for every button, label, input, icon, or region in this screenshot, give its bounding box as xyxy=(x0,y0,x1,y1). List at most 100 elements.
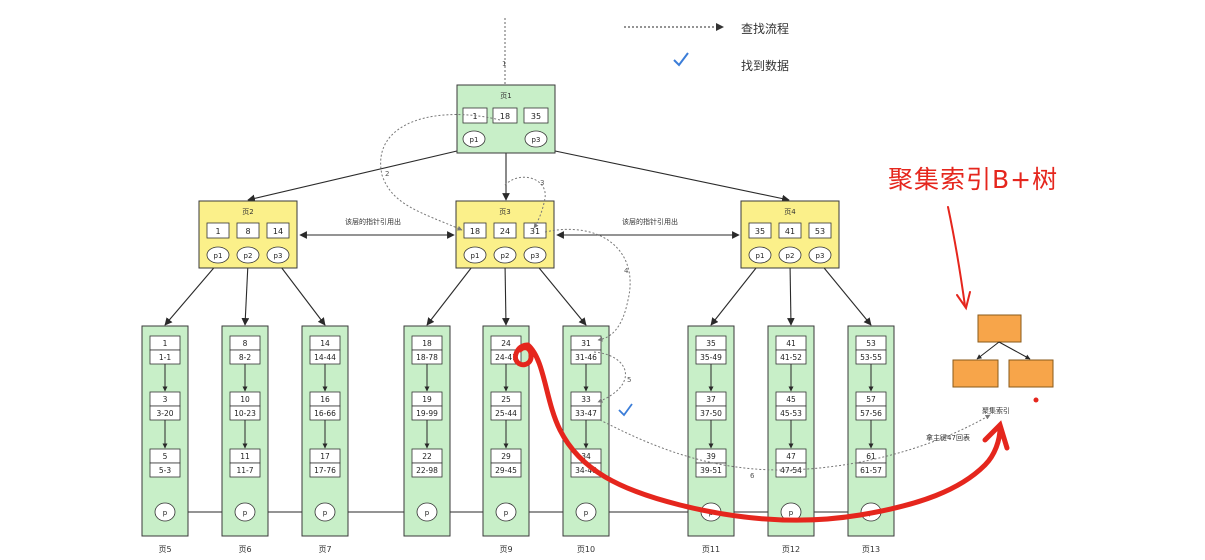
svg-text:18: 18 xyxy=(422,339,432,348)
svg-text:29-45: 29-45 xyxy=(495,466,517,475)
svg-text:41-52: 41-52 xyxy=(780,353,802,362)
svg-text:22: 22 xyxy=(422,452,432,461)
legend-found-data: 找到数据 xyxy=(741,59,790,73)
svg-text:24: 24 xyxy=(501,339,511,348)
svg-text:p: p xyxy=(584,509,589,517)
internal-page-label: 页4 xyxy=(784,208,796,216)
svg-text:57: 57 xyxy=(866,395,876,404)
svg-text:p3: p3 xyxy=(274,252,283,260)
svg-text:6: 6 xyxy=(750,472,755,480)
svg-text:35: 35 xyxy=(706,339,716,348)
svg-text:41: 41 xyxy=(785,227,795,236)
svg-text:31: 31 xyxy=(581,339,591,348)
internal-key: 24 xyxy=(493,222,517,239)
svg-text:33-47: 33-47 xyxy=(575,409,597,418)
svg-text:47: 47 xyxy=(786,452,796,461)
svg-text:3: 3 xyxy=(163,395,168,404)
svg-text:39-51: 39-51 xyxy=(700,466,722,475)
search-flow-path xyxy=(380,114,991,471)
root-pointer: p3 xyxy=(524,130,548,148)
svg-text:3-20: 3-20 xyxy=(156,409,173,418)
svg-text:39: 39 xyxy=(706,452,716,461)
check-icon xyxy=(673,52,689,67)
internal-key: 14 xyxy=(266,222,290,239)
internal-pointer: p1 xyxy=(463,246,487,264)
svg-text:47-54: 47-54 xyxy=(780,466,802,475)
svg-text:p: p xyxy=(163,509,168,517)
svg-text:p2: p2 xyxy=(501,252,510,260)
leaf-pointer: p xyxy=(154,502,176,522)
leaf-page-label: 页12 xyxy=(782,545,800,554)
leaf-pointer: p xyxy=(416,502,438,522)
internal-pointer: p3 xyxy=(523,246,547,264)
leaf-record: 19 19-99 xyxy=(411,391,443,421)
svg-text:17: 17 xyxy=(320,452,330,461)
internal-pointer: p1 xyxy=(748,246,772,264)
leaf-record: 88-2 xyxy=(229,335,261,365)
svg-text:33: 33 xyxy=(581,395,591,404)
leaf-page-label: 页13 xyxy=(862,545,880,554)
internal-key: 35 xyxy=(748,222,772,239)
internal-key: 1 xyxy=(206,222,230,239)
thumbnail-sublabel: 拿主键47回表 xyxy=(926,433,970,442)
svg-text:31-46: 31-46 xyxy=(575,353,597,362)
svg-text:34: 34 xyxy=(581,452,591,461)
svg-text:24: 24 xyxy=(500,227,510,236)
internal-pointer: p3 xyxy=(808,246,832,264)
leaf-record: 33 33-47 xyxy=(570,391,602,421)
svg-text:5-3: 5-3 xyxy=(159,466,171,475)
svg-text:37-50: 37-50 xyxy=(700,409,722,418)
svg-text:8: 8 xyxy=(243,339,248,348)
svg-text:18: 18 xyxy=(470,227,480,236)
leaf-page-label: 页10 xyxy=(577,545,595,554)
leaf-record: 31 31-46 xyxy=(570,335,602,365)
svg-text:35-49: 35-49 xyxy=(700,353,722,362)
legend-search-flow: 查找流程 xyxy=(741,22,790,36)
svg-text:19-99: 19-99 xyxy=(416,409,438,418)
svg-text:25-44: 25-44 xyxy=(495,409,517,418)
svg-text:31: 31 xyxy=(530,227,540,236)
svg-text:10: 10 xyxy=(240,395,250,404)
internal-key: 31 xyxy=(523,222,547,239)
svg-text:24-41: 24-41 xyxy=(495,353,517,362)
svg-text:p1: p1 xyxy=(471,252,480,260)
svg-text:11: 11 xyxy=(240,452,250,461)
thumbnail-label: 聚集索引 xyxy=(982,406,1010,415)
svg-text:p3: p3 xyxy=(532,136,541,144)
svg-text:5: 5 xyxy=(627,376,631,384)
leaf-record: 47 47-54 xyxy=(775,448,807,478)
svg-text:p2: p2 xyxy=(244,252,253,260)
svg-text:61: 61 xyxy=(866,452,876,461)
svg-text:1: 1 xyxy=(215,227,220,236)
svg-text:11-7: 11-7 xyxy=(236,466,253,475)
svg-text:14: 14 xyxy=(273,227,283,236)
leaf-record: 39 39-51 xyxy=(695,448,727,478)
svg-text:p1: p1 xyxy=(470,136,479,144)
svg-text:p3: p3 xyxy=(531,252,540,260)
svg-text:45-53: 45-53 xyxy=(780,409,802,418)
svg-text:2: 2 xyxy=(385,170,389,178)
leaf-page-label: 页6 xyxy=(238,545,251,554)
svg-text:19: 19 xyxy=(422,395,432,404)
svg-text:8: 8 xyxy=(245,227,250,236)
svg-text:14-44: 14-44 xyxy=(314,353,336,362)
internal-pointer: p1 xyxy=(206,246,230,264)
svg-text:17-76: 17-76 xyxy=(314,466,336,475)
svg-text:35: 35 xyxy=(531,112,541,121)
svg-text:p: p xyxy=(243,509,248,517)
svg-text:3: 3 xyxy=(540,179,544,187)
internal-pointer: p2 xyxy=(236,246,260,264)
